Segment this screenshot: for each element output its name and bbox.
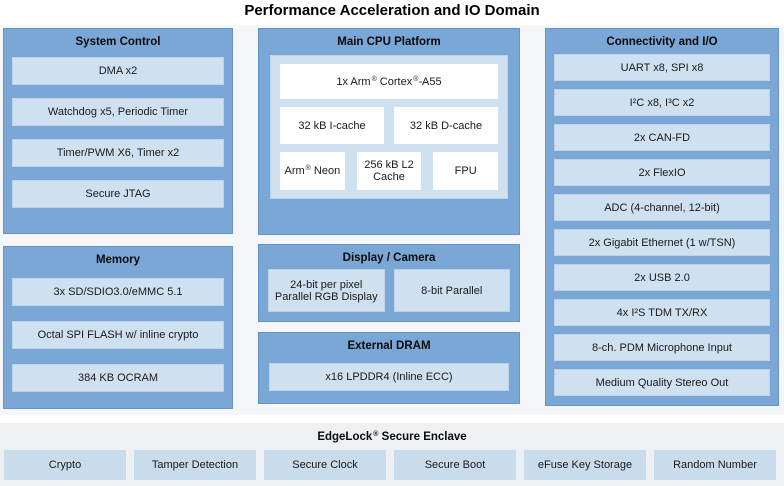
registered-mark: ® [413, 75, 419, 83]
cpu-units-row: Arm® Neon 256 kB L2 Cache FPU [280, 152, 499, 190]
arm-neon-box: Arm® Neon [280, 152, 345, 190]
connectivity-io-items: UART x8, SPI x8 I²C x8, I³C x2 2x CAN-FD… [546, 48, 778, 396]
crypto-item: Crypto [4, 450, 126, 480]
external-dram-header: External DRAM [347, 340, 431, 352]
display-camera-items: 24-bit per pixel Parallel RGB Display 8-… [268, 269, 510, 312]
secure-jtag-item: Secure JTAG [12, 180, 224, 208]
usb-item: 2x USB 2.0 [554, 264, 770, 291]
connectivity-io-header: Connectivity and I/O [606, 36, 718, 48]
memory-header: Memory [95, 254, 141, 266]
secure-clock-item: Secure Clock [264, 450, 386, 480]
edgelock-title: EdgeLock® Secure Enclave [317, 431, 467, 443]
fpu-box: FPU [433, 152, 499, 190]
memory-items: 3x SD/SDIO3.0/eMMC 5.1 Octal SPI FLASH w… [4, 266, 232, 392]
memory-block: Memory 3x SD/SDIO3.0/eMMC 5.1 Octal SPI … [3, 246, 233, 409]
watchdog-item: Watchdog x5, Periodic Timer [12, 98, 224, 126]
sd-emmc-item: 3x SD/SDIO3.0/eMMC 5.1 [12, 278, 224, 306]
can-fd-item: 2x CAN-FD [554, 124, 770, 151]
parallel-rgb-display-item: 24-bit per pixel Parallel RGB Display [268, 269, 385, 312]
cpu-inner-panel: 1x Arm® Cortex®-A55 32 kB I-cache 32 kB … [270, 55, 508, 199]
page-title: Performance Acceleration and IO Domain [244, 2, 540, 19]
cortex-a55-box: 1x Arm® Cortex®-A55 [280, 64, 498, 99]
cache-row: 32 kB I-cache 32 kB D-cache [280, 107, 498, 144]
octal-spi-flash-item: Octal SPI FLASH w/ inline crypto [12, 321, 224, 349]
random-number-item: Random Number [654, 450, 776, 480]
display-camera-block: Display / Camera 24-bit per pixel Parall… [258, 244, 520, 322]
secure-boot-item: Secure Boot [394, 450, 516, 480]
registered-mark: ® [305, 165, 311, 172]
registered-mark: ® [371, 75, 377, 83]
dcache-box: 32 kB D-cache [394, 107, 498, 144]
main-cpu-platform-block: Main CPU Platform 1x Arm® Cortex®-A55 32… [258, 28, 520, 235]
arm-neon-label: Arm® Neon [284, 165, 341, 177]
system-control-items: DMA x2 Watchdog x5, Periodic Timer Timer… [4, 48, 232, 208]
icache-box: 32 kB I-cache [280, 107, 384, 144]
registered-mark: ® [373, 431, 379, 438]
efuse-key-storage-item: eFuse Key Storage [524, 450, 646, 480]
lpddr4-item: x16 LPDDR4 (Inline ECC) [269, 363, 509, 391]
i2s-tdm-item: 4x I²S TDM TX/RX [554, 299, 770, 326]
connectivity-io-block: Connectivity and I/O UART x8, SPI x8 I²C… [545, 28, 779, 406]
i2c-i3c-item: I²C x8, I³C x2 [554, 89, 770, 116]
timer-pwm-item: Timer/PWM X6, Timer x2 [12, 139, 224, 167]
edgelock-items: Crypto Tamper Detection Secure Clock Sec… [4, 450, 784, 480]
cortex-a55-label: 1x Arm® Cortex®-A55 [336, 75, 442, 88]
external-dram-block: External DRAM x16 LPDDR4 (Inline ECC) [258, 332, 520, 404]
dma-item: DMA x2 [12, 57, 224, 85]
l2-cache-box: 256 kB L2 Cache [356, 152, 422, 190]
display-camera-header: Display / Camera [342, 252, 436, 264]
system-control-block: System Control DMA x2 Watchdog x5, Perio… [3, 28, 233, 234]
pdm-microphone-item: 8-ch. PDM Microphone Input [554, 334, 770, 361]
system-control-header: System Control [75, 36, 161, 48]
main-cpu-platform-header: Main CPU Platform [337, 36, 441, 48]
ocram-item: 384 KB OCRAM [12, 364, 224, 392]
uart-spi-item: UART x8, SPI x8 [554, 54, 770, 81]
gigabit-ethernet-item: 2x Gigabit Ethernet (1 w/TSN) [554, 229, 770, 256]
edgelock-secure-enclave-panel: EdgeLock® Secure Enclave Crypto Tamper D… [0, 423, 784, 486]
adc-item: ADC (4-channel, 12-bit) [554, 194, 770, 221]
stereo-out-item: Medium Quality Stereo Out [554, 369, 770, 396]
tamper-detection-item: Tamper Detection [134, 450, 256, 480]
parallel-8bit-item: 8-bit Parallel [393, 269, 510, 312]
flexio-item: 2x FlexIO [554, 159, 770, 186]
